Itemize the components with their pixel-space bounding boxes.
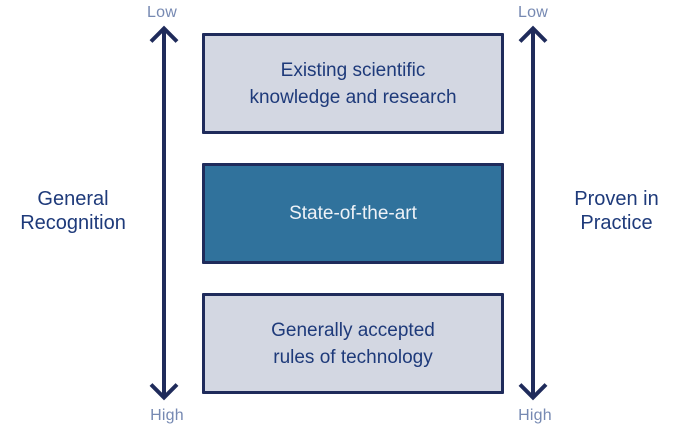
box-generally-accepted-rules: Generally accepted rules of technology — [202, 293, 504, 394]
box-label: State-of-the-art — [289, 203, 417, 224]
box-label: Generally accepted rules of technology — [271, 319, 435, 368]
right-axis-high-label: High — [518, 407, 552, 424]
left-axis-high-label: High — [150, 407, 184, 424]
box-existing-scientific-knowledge: Existing scientific knowledge and resear… — [202, 33, 504, 134]
box-label: Existing scientific knowledge and resear… — [249, 59, 457, 108]
left-axis-low-label: Low — [147, 4, 177, 21]
right-axis-low-label: Low — [518, 4, 548, 21]
right-axis-title-proven-in-practice: Proven in Practice — [574, 188, 659, 234]
box-state-of-the-art: State-of-the-art — [202, 163, 504, 264]
vertical-double-arrow-icon — [149, 25, 179, 401]
left-axis-title-general-recognition: General Recognition — [20, 188, 126, 234]
vertical-double-arrow-icon — [518, 25, 548, 401]
